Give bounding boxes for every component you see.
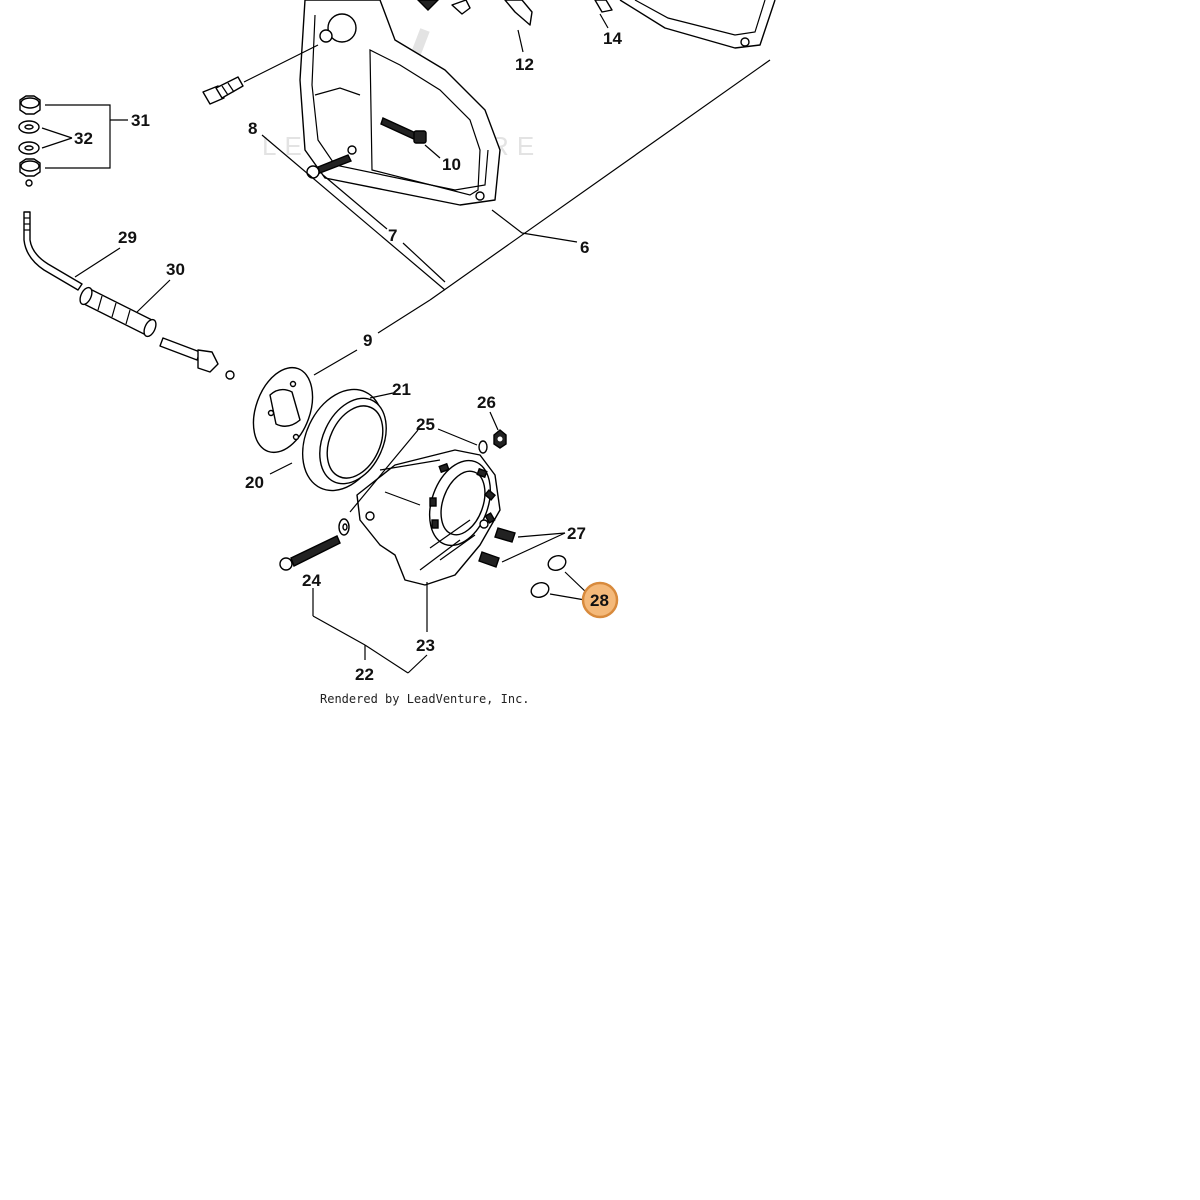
callout-14[interactable]: 14 [603,29,622,48]
part-28-plug-bottom[interactable] [529,580,551,599]
callout-12[interactable]: 12 [515,55,534,74]
callout-28[interactable]: 28 [590,591,609,610]
part-31-nut-bottom[interactable] [19,158,41,187]
leader-lines [41,13,771,674]
credit-text: Rendered by LeadVenture, Inc. [320,692,530,706]
callout-8[interactable]: 8 [248,119,257,138]
part-27-spring-bottom[interactable] [478,551,500,568]
threaded-fitting[interactable] [159,337,235,380]
callout-29[interactable]: 29 [118,228,137,247]
callout-24[interactable]: 24 [302,571,321,590]
callout-20[interactable]: 20 [245,473,264,492]
callout-labels: 31 32 29 30 8 10 7 6 9 12 14 21 26 25 20… [74,29,622,684]
callout-31[interactable]: 31 [131,111,150,130]
callout-23[interactable]: 23 [416,636,435,655]
callout-27[interactable]: 27 [567,524,586,543]
callout-32[interactable]: 32 [74,129,93,148]
callout-28-highlight[interactable] [581,581,619,619]
part-21-ring[interactable] [287,376,399,503]
part-32-washer-bottom[interactable] [18,141,40,155]
part-14[interactable] [594,0,613,13]
part-29-rod[interactable] [23,211,83,291]
part-26-nut[interactable] [493,429,507,449]
part-28-plug-top[interactable] [546,553,568,572]
part-12[interactable] [504,0,533,26]
callout-6[interactable]: 6 [580,238,589,257]
part-8-fitting[interactable] [202,76,244,105]
callout-26[interactable]: 26 [477,393,496,412]
part-31-nut-top[interactable] [19,95,41,115]
part-32-washer-top[interactable] [18,120,40,134]
callout-10[interactable]: 10 [442,155,461,174]
callout-25[interactable]: 25 [416,415,435,434]
part-6-housing[interactable] [299,0,501,206]
top-small-parts [417,0,471,15]
part-10-screw[interactable] [380,117,427,144]
upper-right-frame [619,0,776,49]
callout-21[interactable]: 21 [392,380,411,399]
part-30-sleeve[interactable] [78,286,159,339]
part-23-bracket[interactable] [356,449,501,586]
part-24-bolt[interactable] [279,535,341,571]
callout-30[interactable]: 30 [166,260,185,279]
part-7-screw[interactable] [306,154,352,179]
callout-9[interactable]: 9 [363,331,372,350]
part-20-plate[interactable] [243,359,324,460]
part-25-washer-right[interactable] [478,440,488,454]
part-25-washer-left[interactable] [338,518,350,536]
callout-7[interactable]: 7 [388,226,397,245]
part-27-spring-top[interactable] [494,527,516,543]
callout-22[interactable]: 22 [355,665,374,684]
